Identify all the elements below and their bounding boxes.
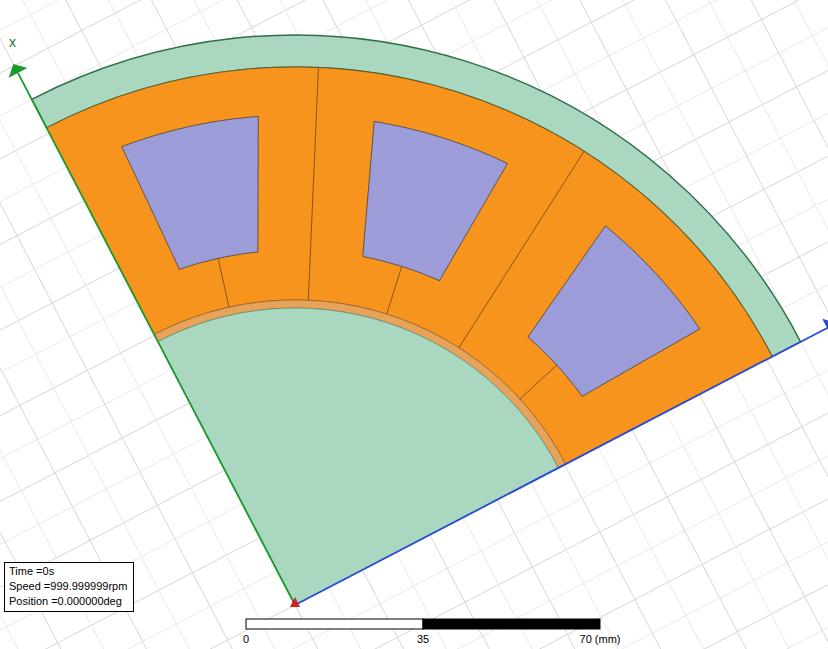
- origin-marker: [290, 597, 300, 607]
- y-axis-head: [822, 319, 828, 338]
- grid-line: [0, 0, 23, 649]
- winding-slot: [122, 116, 258, 269]
- slot-line: [218, 258, 229, 307]
- scale-bar: [246, 619, 423, 629]
- x-axis-head: [9, 64, 28, 78]
- status-text: Speed =999.999999rpm: [9, 579, 127, 594]
- scale-label: 35: [417, 633, 429, 646]
- grid-line: [0, 608, 828, 649]
- slot-line: [387, 266, 402, 314]
- y-axis: [295, 328, 827, 605]
- grid-line: [0, 0, 828, 29]
- winding-slot: [528, 226, 700, 397]
- grid-line: [0, 540, 828, 649]
- x-axis: [18, 73, 295, 605]
- status-text: Time =0s: [9, 564, 127, 579]
- grid-line: [803, 0, 828, 649]
- grid-line: [0, 641, 828, 649]
- scale-label: 0: [243, 633, 249, 646]
- scale-bar: [423, 619, 600, 629]
- info-box: Time =0sSpeed =999.999999rpmPosition =0.…: [4, 562, 134, 612]
- grid-line: [0, 0, 828, 636]
- winding-slot: [363, 121, 508, 280]
- slot-line: [520, 365, 557, 399]
- axis-label: x: [9, 36, 16, 49]
- status-text: Position =0.000000deg: [9, 594, 127, 609]
- segment-line: [308, 68, 318, 301]
- grid-line: [0, 35, 828, 649]
- scale-label: 70 (mm): [580, 633, 621, 646]
